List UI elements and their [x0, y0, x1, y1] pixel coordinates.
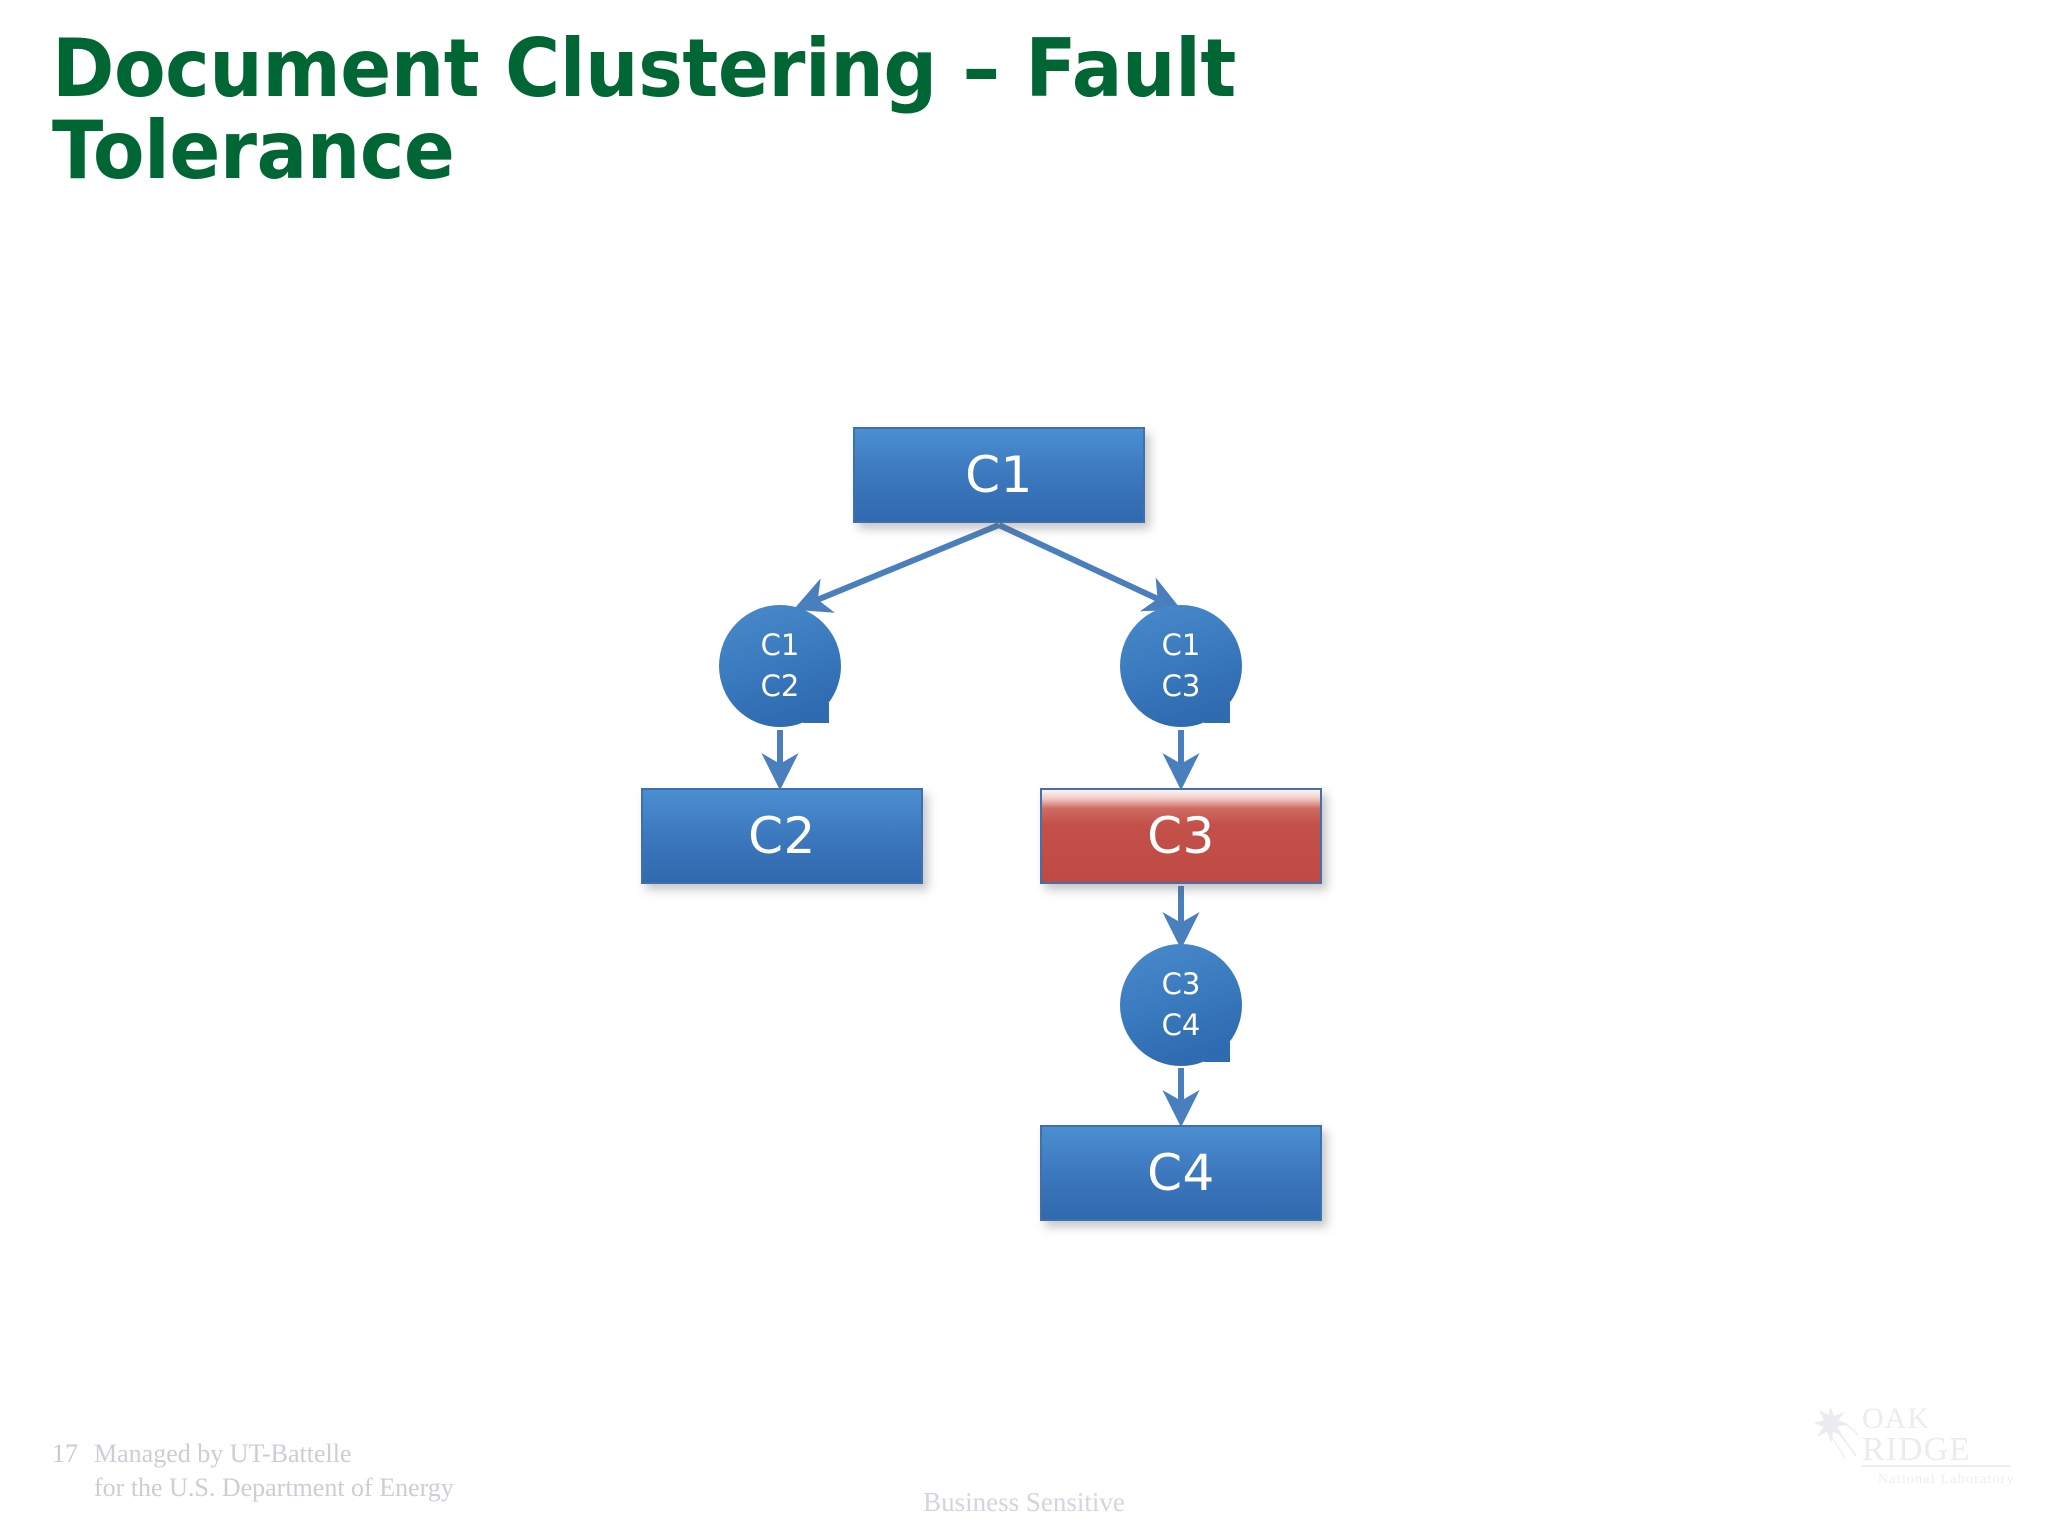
node-c3-failed[interactable]: C3 [1040, 788, 1322, 884]
node-c3-label: C3 [1147, 807, 1215, 865]
footer-managed-line-1: Managed by UT-Battelle [94, 1439, 352, 1469]
arrow-c1-to-r1 [793, 522, 1001, 613]
replica-node-c1-c3[interactable]: C1 C3 [1120, 605, 1270, 755]
node-c2[interactable]: C2 [641, 788, 923, 884]
replica-node-c1-c2[interactable]: C1 C2 [719, 605, 869, 755]
logo-text-ridge: RIDGE [1862, 1431, 1971, 1468]
page-title: Document Clustering – Fault Tolerance [52, 22, 1262, 197]
ornl-logo: OAK RIDGE National Laboratory [1810, 1398, 2016, 1494]
logo-text-oak: OAK [1862, 1402, 1930, 1435]
node-c1[interactable]: C1 [853, 427, 1145, 523]
footer-managed-by: Managed by UT-Battelle for the U.S. Depa… [94, 1437, 454, 1504]
arrow-c1-to-r2 [997, 522, 1182, 612]
footer-left: 17 Managed by UT-Battelle for the U.S. D… [52, 1437, 454, 1504]
logo-divider [1862, 1465, 2010, 1467]
node-c2-label: C2 [748, 807, 816, 865]
footer-managed-line-2: for the U.S. Department of Energy [94, 1472, 454, 1502]
oak-ridge-national-laboratory-logo-icon: OAK RIDGE National Laboratory [1814, 1402, 2015, 1487]
replica-shape-icon [719, 605, 841, 727]
replica-shape-icon [1120, 944, 1242, 1066]
replica-shape-icon [1120, 605, 1242, 727]
replica-node-c3-c4[interactable]: C3 C4 [1120, 944, 1270, 1094]
footer-classification: Business Sensitive [923, 1487, 1125, 1517]
slide-page-number: 17 [52, 1439, 78, 1469]
node-c4-label: C4 [1147, 1144, 1215, 1202]
node-c1-label: C1 [965, 446, 1033, 504]
node-c4[interactable]: C4 [1040, 1125, 1322, 1221]
logo-text-national-laboratory: National Laboratory [1878, 1472, 2015, 1487]
